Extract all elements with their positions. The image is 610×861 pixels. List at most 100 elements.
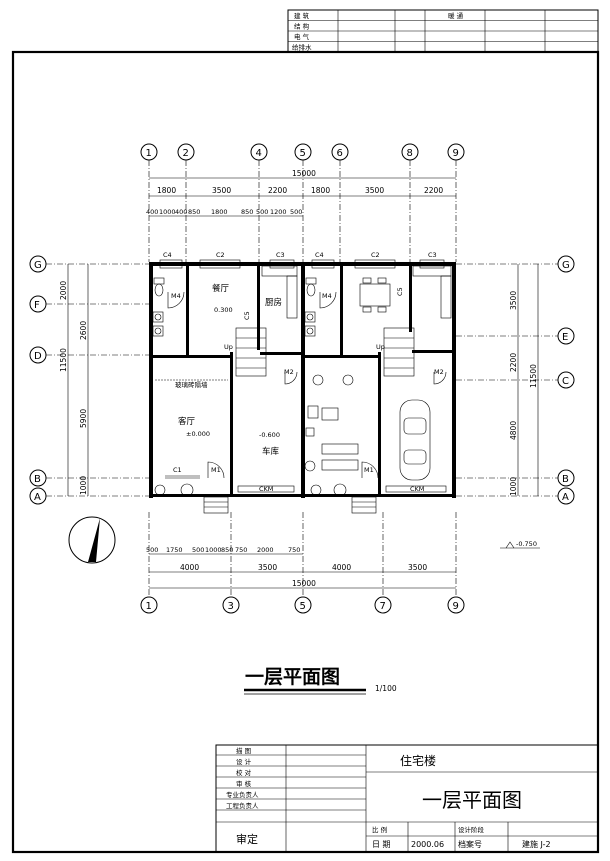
axis-label-top-9: 9 [453,148,459,159]
axis-label-right-G: G [562,260,570,271]
window-c2-right: C2 [371,251,380,259]
garage-door-left: CKM [259,485,273,493]
dim-top-row1-5: 2200 [424,186,443,195]
dim-top-row1-0: 1800 [157,186,176,195]
axis-label-left-B: B [34,474,41,485]
top-dimensions: 15000 1800 3500 2200 1800 3500 2200 400 … [146,169,456,217]
north-arrow-icon [68,516,116,564]
dim-top-row2-1: 1000 [159,208,176,216]
tb-project: 住宅楼 [400,753,436,768]
axis-left: G F D B A 2000 2600 5900 1000 11500 [29,255,150,505]
tb-row-design: 设 计 [236,757,252,766]
door-m4-right: M4 [322,292,332,300]
dim-top-row2-8: 500 [290,208,302,216]
dim-left-5900: 5900 [79,409,88,428]
axis-label-left-A: A [34,492,41,503]
tb-file-label: 档案号 [458,839,482,849]
axis-label-top-8: 8 [407,148,413,159]
dim-bottom-row1-7: 750 [288,546,300,554]
dim-bottom-row1-6: 2000 [257,546,274,554]
dim-bottom-row2-0: 4000 [180,563,199,572]
tb-row-discipline-lead: 专业负责人 [226,790,259,799]
drawing-title-block: 一层平面图 1/100 [244,666,397,695]
dim-bottom-row2-1: 3500 [258,563,277,572]
room-garage: 车库 [262,446,280,457]
tb-stage-label: 设计阶段 [458,825,485,834]
axis-label-bottom-3: 3 [228,601,234,612]
dim-left-1000: 1000 [79,476,88,495]
sign-hvac: 暖 通 [448,11,464,20]
sign-row-struct: 结 构 [294,22,310,31]
room-dining: 餐厅 [212,284,230,294]
axis-label-bottom-9: 9 [453,601,459,612]
door-m4-left: M4 [171,292,181,300]
window-c1: C1 [173,466,182,474]
dim-right-3500: 3500 [509,291,518,310]
door-m1-right: M1 [364,466,374,474]
dim-bottom-row2-3: 3500 [408,563,427,572]
axis-label-top-6: 6 [337,148,343,159]
dim-top-row1-4: 3500 [365,186,384,195]
elev-garage: -0.600 [259,431,280,439]
axis-label-top-4: 4 [256,148,262,159]
window-c5-left: C5 [243,311,251,320]
window-c5-right: C5 [396,287,404,296]
label-glass-wall: 玻璃砖隔墙 [175,380,208,389]
outside-elevation: -0.750 [500,540,540,549]
dim-top-row2-2: 400 [175,208,187,216]
tb-row-review: 审 核 [236,779,252,788]
dim-top-row2-3: 850 [188,208,200,216]
room-kitchen: 厨房 [265,297,282,308]
dim-bottom-row1-1: 1750 [166,546,183,554]
door-m2-left: M2 [284,368,294,376]
dim-top-row2-5: 850 [241,208,253,216]
dim-top-row1-3: 1800 [311,186,330,195]
axis-right: G E C B A 3500 2200 4800 1000 11500 [456,255,575,505]
dim-right-2200: 2200 [509,353,518,372]
garage-door-right: CKM [410,485,424,493]
dim-bottom-row1-5: 750 [235,546,247,554]
title-block: 描 图 设 计 校 对 审 核 专业负责人 工程负责人 审定 住宅楼 一层平面图… [215,744,599,853]
building-walls [149,262,456,498]
elev-dining: 0.300 [214,306,233,314]
window-c4-right: C4 [315,251,324,259]
axis-bottom: 500 1750 500 1000 850 750 2000 750 4000 … [140,512,465,614]
top-sign-table: 建 筑 结 构 电 气 给排水 暖 通 [287,9,599,53]
window-c3-right: C3 [428,251,437,259]
axis-label-right-C: C [562,376,569,387]
sign-row-water: 给排水 [292,43,312,52]
tb-sheet-title: 一层平面图 [422,788,522,812]
dim-bottom-row1-2: 500 [192,546,204,554]
tb-sheet-no: 建施 J-2 [522,839,551,849]
dim-right-1000: 1000 [509,477,518,496]
dim-bottom-row2-2: 4000 [332,563,351,572]
door-m1-left: M1 [211,466,221,474]
axis-label-right-E: E [562,332,568,343]
tb-scale-label: 比 例 [372,825,387,834]
dim-right-total: 11500 [529,364,538,388]
axis-label-bottom-5: 5 [300,601,306,612]
dim-top-row1-2: 2200 [268,186,287,195]
room-labels: 餐厅 0.300 厨房 玻璃砖隔墙 客厅 ±0.000 -0.600 车库 [175,284,282,457]
dim-top-row1-1: 3500 [212,186,231,195]
axis-label-top-5: 5 [300,148,306,159]
dim-top-row2-4: 1800 [211,208,228,216]
dim-left-2600: 2600 [79,321,88,340]
axis-label-bottom-7: 7 [380,601,386,612]
axis-label-left-G: G [34,260,42,271]
tb-row-draw: 描 图 [236,746,251,755]
axis-top: 1 2 4 5 6 8 9 [140,143,465,262]
tb-date-value: 2000.06 [411,840,444,849]
axis-label-top-1: 1 [146,148,152,159]
stair-up-left: Up [224,343,233,351]
sign-row-elec: 电 气 [294,32,310,41]
dim-left-total: 11500 [59,348,68,372]
dim-top-row2-0: 400 [146,208,158,216]
stair-up-right: Up [376,343,385,351]
axis-label-right-B: B [562,474,569,485]
dim-bottom-row1-4: 850 [221,546,233,554]
drawing-scale: 1/100 [375,684,397,693]
dim-top-row2-7: 1200 [270,208,287,216]
window-c2-left: C2 [216,251,225,259]
